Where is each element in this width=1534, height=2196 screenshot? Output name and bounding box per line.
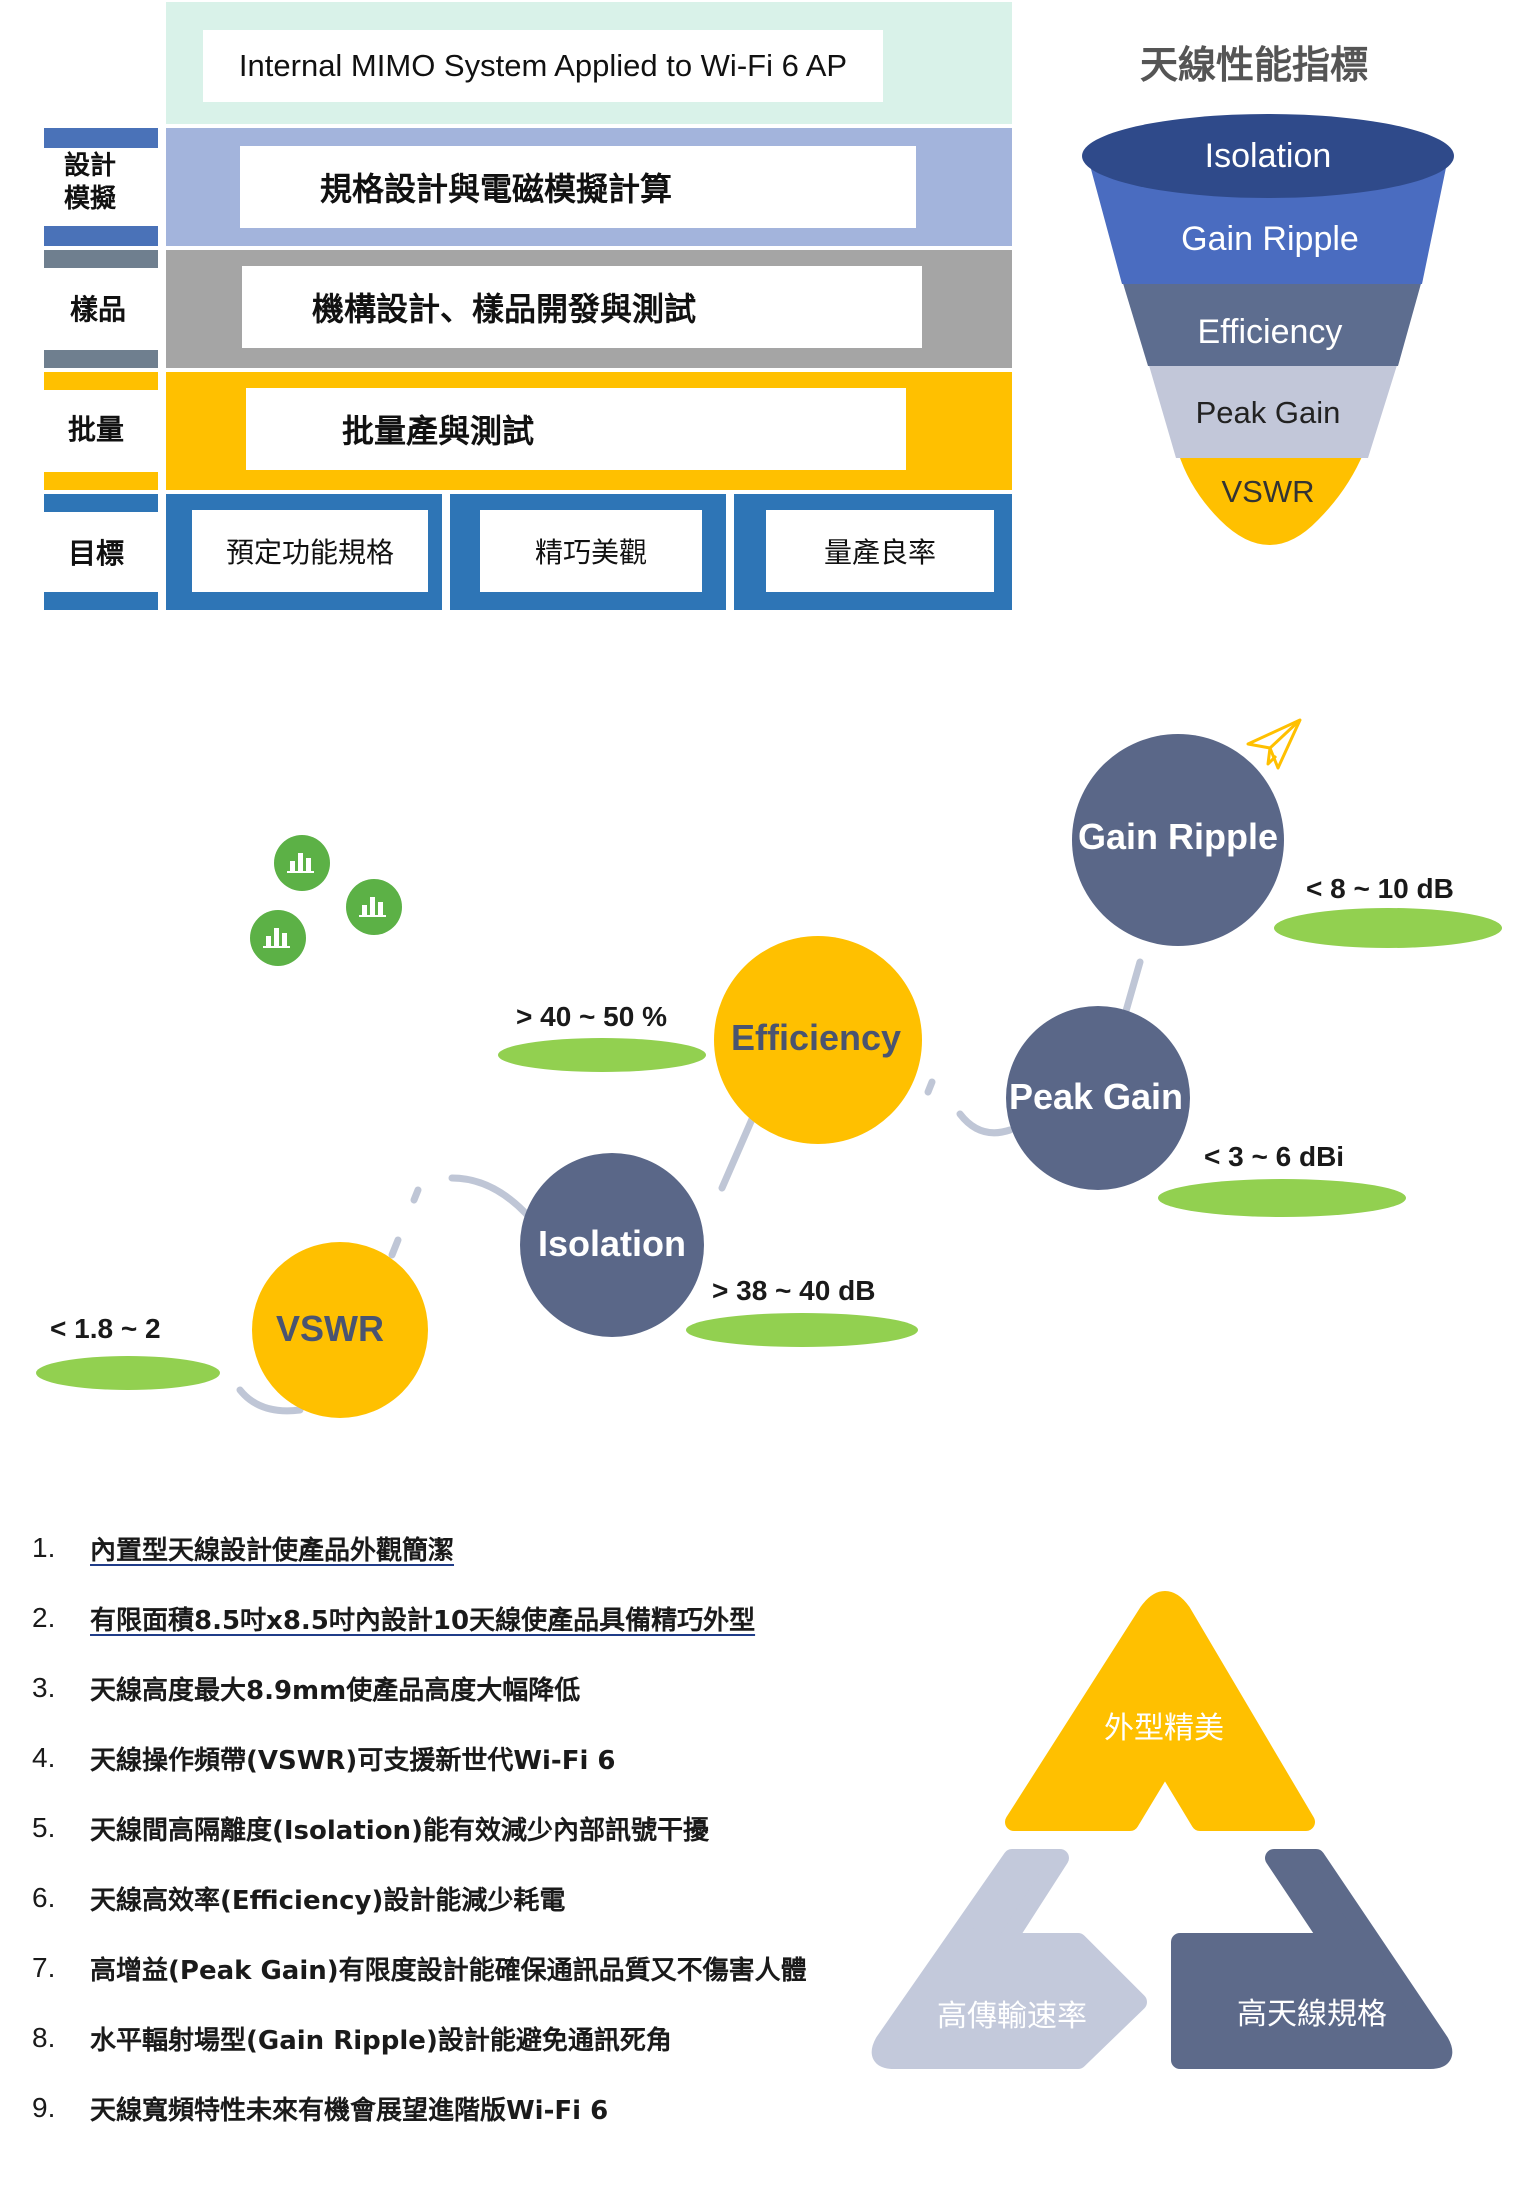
- list-number: 8.: [32, 2022, 56, 2053]
- list-text: 天線高度最大8.9mm使產品高度大幅降低: [90, 1675, 581, 1706]
- benefit-triangle: 外型精美 高傳輸速率 高天線規格: [871, 1591, 1453, 2069]
- list-item: 4. 天線操作頻帶(VSWR)可支援新世代Wi-Fi 6: [32, 1738, 616, 1778]
- metric-circle-efficiency: [714, 936, 922, 1144]
- list-item: 1. 內置型天線設計使產品外觀簡潔: [32, 1528, 454, 1568]
- stage-goal-label: 目標: [68, 537, 125, 570]
- stage-design-tab-bottom: [44, 226, 158, 246]
- list-item: 5. 天線間高隔離度(Isolation)能有效減少內部訊號干擾: [32, 1808, 709, 1848]
- paper-plane-icon: [1246, 718, 1302, 770]
- triangle-left-label: 高傳輸速率: [937, 1999, 1087, 2034]
- list-item: 7. 高增益(Peak Gain)有限度設計能確保通訊品質又不傷害人體: [32, 1948, 807, 1988]
- list-number: 2.: [32, 1602, 56, 1633]
- metric-circle-peak-gain: [1006, 1006, 1190, 1190]
- list-text: 內置型天線設計使產品外觀簡潔: [90, 1535, 455, 1566]
- funnel-label-isolation: Isolation: [1205, 137, 1332, 175]
- triangle-top: [1005, 1591, 1315, 1831]
- stage-mass-tab-bottom: [44, 472, 158, 490]
- connector: [382, 1236, 402, 1274]
- stage-mass-label: 批量: [68, 413, 125, 446]
- stage-sample-tab-top: [44, 250, 158, 268]
- triangle-right-label: 高天線規格: [1237, 1997, 1387, 2032]
- list-item: 9. 天線寬頻特性未來有機會展望進階版Wi-Fi 6: [32, 2088, 608, 2128]
- connector: [410, 1186, 422, 1204]
- signal-bars-icon: [346, 879, 402, 935]
- stage-mass-tab-top: [44, 372, 158, 390]
- signal-bars-icon: [274, 835, 330, 891]
- stage-design-tab-top: [44, 128, 158, 148]
- stage-goal-tab-bottom: [44, 592, 158, 610]
- spec-pill-vswr: [36, 1356, 220, 1390]
- list-item: 2. 有限面積8.5吋x8.5吋內設計10天線使產品具備精巧外型: [32, 1598, 755, 1638]
- metric-name-isolation: Isolation: [538, 1223, 686, 1264]
- metric-name-gain-ripple: Gain Ripple: [1078, 816, 1278, 857]
- metric-circle-isolation: [520, 1153, 704, 1337]
- funnel-level-peak-gain: [1148, 362, 1398, 458]
- stage-sample-label: 樣品: [70, 293, 127, 326]
- list-item: 3. 天線高度最大8.9mm使產品高度大幅降低: [32, 1668, 580, 1708]
- list-number: 3.: [32, 1672, 56, 1703]
- list-number: 1.: [32, 1532, 56, 1563]
- stage-sample-content: 機構設計、樣品開發與測試: [242, 266, 922, 348]
- metric-spec-vswr: < 1.8 ~ 2: [50, 1313, 161, 1344]
- goal-2: 精巧美觀: [480, 510, 702, 592]
- stage-design-content: 規格設計與電磁模擬計算: [240, 146, 916, 228]
- stage-sample-tab-bottom: [44, 350, 158, 368]
- process-title: Internal MIMO System Applied to Wi-Fi 6 …: [203, 30, 883, 102]
- list-text: 有限面積8.5吋x8.5吋內設計10天線使產品具備精巧外型: [90, 1605, 756, 1636]
- metric-map: VSWR Isolation Efficiency Peak Gain Gain…: [36, 718, 1502, 1418]
- funnel-label-vswr: VSWR: [1222, 474, 1315, 509]
- list-number: 5.: [32, 1812, 56, 1843]
- triangle-right: [1171, 1849, 1453, 2069]
- metric-name-peak-gain: Peak Gain: [1009, 1076, 1183, 1117]
- list-number: 9.: [32, 2092, 56, 2123]
- funnel-level-vswr: [1178, 452, 1364, 545]
- connector: [924, 1078, 936, 1096]
- list-text: 天線操作頻帶(VSWR)可支援新世代Wi-Fi 6: [90, 1745, 616, 1776]
- metric-name-efficiency: Efficiency: [731, 1017, 901, 1058]
- stage-goal-tab-top: [44, 494, 158, 512]
- list-text: 水平輻射場型(Gain Ripple)設計能避免通訊死角: [90, 2025, 672, 2056]
- stage-mass-content: 批量產與測試: [246, 388, 906, 470]
- funnel-title: 天線性能指標: [1140, 43, 1369, 87]
- connector: [1120, 958, 1144, 1022]
- list-text: 天線高效率(Efficiency)設計能減少耗電: [90, 1885, 566, 1916]
- spec-pill-isolation: [686, 1313, 918, 1347]
- list-text: 天線寬頻特性未來有機會展望進階版Wi-Fi 6: [90, 2095, 609, 2126]
- goal-3: 量產良率: [766, 510, 994, 592]
- funnel-label-efficiency: Efficiency: [1198, 313, 1343, 351]
- spec-pill-peak-gain: [1158, 1179, 1406, 1217]
- connector: [236, 1386, 304, 1415]
- metric-spec-efficiency: > 40 ~ 50 %: [516, 1001, 667, 1032]
- spec-pill-efficiency: [498, 1038, 706, 1072]
- metric-circle-gain-ripple: [1072, 734, 1284, 946]
- funnel-level-isolation: [1082, 114, 1454, 198]
- spec-pill-gain-ripple: [1274, 908, 1502, 948]
- goal-1: 預定功能規格: [192, 510, 428, 592]
- list-number: 4.: [32, 1742, 56, 1773]
- list-item: 8. 水平輻射場型(Gain Ripple)設計能避免通訊死角: [32, 2018, 672, 2058]
- list-number: 6.: [32, 1882, 56, 1913]
- triangle-top-label: 外型精美: [1104, 1711, 1224, 1746]
- metric-name-vswr: VSWR: [276, 1308, 384, 1349]
- signal-bars-icon: [250, 910, 306, 966]
- connector: [718, 1106, 760, 1192]
- metric-spec-isolation: > 38 ~ 40 dB: [712, 1275, 875, 1306]
- performance-funnel: Isolation Gain Ripple Efficiency Peak Ga…: [1082, 114, 1454, 545]
- funnel-level-efficiency: [1122, 280, 1422, 366]
- metric-circle-vswr: [252, 1242, 428, 1418]
- stage-design-label: 設計 模擬: [64, 151, 117, 214]
- metric-spec-gain-ripple: < 8 ~ 10 dB: [1306, 873, 1454, 904]
- connector: [956, 1110, 1014, 1137]
- funnel-label-gain-ripple: Gain Ripple: [1181, 220, 1359, 258]
- list-number: 7.: [32, 1952, 56, 1983]
- list-text: 天線間高隔離度(Isolation)能有效減少內部訊號干擾: [90, 1815, 709, 1846]
- list-text: 高增益(Peak Gain)有限度設計能確保通訊品質又不傷害人體: [90, 1955, 807, 1986]
- funnel-label-peak-gain: Peak Gain: [1196, 395, 1341, 430]
- list-item: 6. 天線高效率(Efficiency)設計能減少耗電: [32, 1878, 565, 1918]
- metric-spec-peak-gain: < 3 ~ 6 dBi: [1204, 1141, 1344, 1172]
- triangle-left: [871, 1849, 1147, 2069]
